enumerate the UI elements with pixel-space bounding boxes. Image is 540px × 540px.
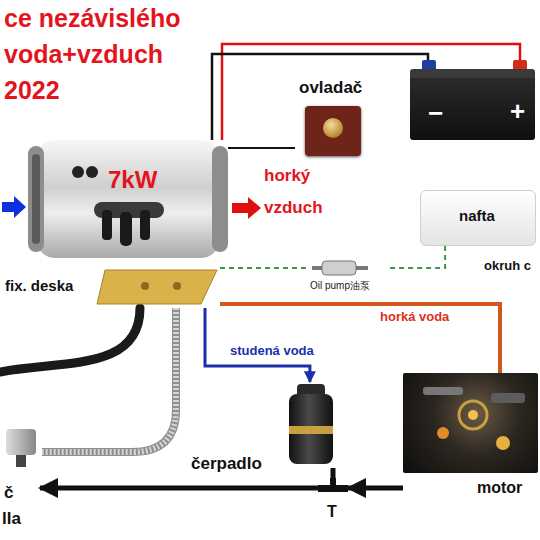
- end-ring: [28, 146, 44, 252]
- pump-body: [322, 261, 356, 275]
- node-text: fix. deska: [5, 277, 73, 295]
- engine-part: [468, 410, 478, 420]
- engine-part: [496, 436, 510, 450]
- hot-water-pipe: [220, 304, 500, 373]
- left-device: č lla: [2, 425, 40, 530]
- junction-bar: [318, 485, 348, 492]
- engine-details: [403, 373, 538, 473]
- device-pipe: [16, 455, 26, 467]
- fuel-pump: Oil pump油泵: [306, 258, 390, 296]
- engine: motor: [403, 373, 538, 503]
- water-pump: čerpadlo: [283, 382, 339, 468]
- wire-port: [72, 166, 84, 178]
- node-text: č: [4, 483, 13, 503]
- node-text: +: [510, 96, 525, 127]
- water-pipe: [331, 468, 336, 478]
- node-text: lla: [2, 509, 21, 529]
- air-outlet-label: horký vzduch: [264, 160, 364, 224]
- engine-photo: [403, 373, 538, 473]
- plate-hole: [141, 282, 149, 290]
- control-wire: [228, 147, 295, 149]
- cold-air-arrow: [2, 196, 26, 218]
- node-text: −: [428, 98, 443, 129]
- engine-part: [459, 401, 487, 429]
- node-text: nafta: [459, 207, 495, 225]
- controller-knob: [323, 118, 343, 138]
- wire-port: [86, 166, 98, 178]
- end-face: [32, 154, 40, 244]
- circuit-label: okruh c: [484, 258, 531, 274]
- battery: −+: [410, 60, 535, 140]
- connector-label: horká voda: [378, 309, 451, 325]
- end-ring: [212, 146, 228, 252]
- heater-unit: 7kW: [28, 140, 228, 258]
- exhaust-hose: [0, 308, 140, 372]
- plate-hole: [173, 282, 181, 290]
- pump-nozzle: [312, 266, 322, 270]
- hot-air-arrow: [232, 197, 261, 219]
- node-text: Oil pump油泵: [310, 280, 370, 292]
- pipe-stub: [120, 212, 132, 246]
- engine-part: [491, 393, 525, 403]
- node-text: motor: [477, 478, 522, 497]
- pump-nozzle: [356, 266, 368, 270]
- device-cylinder: [6, 429, 36, 455]
- pipe-stub: [102, 210, 112, 240]
- plate-shape: [97, 270, 217, 304]
- connector-label: studená voda: [228, 343, 316, 359]
- pump-label-strip: [289, 426, 333, 434]
- engine-part: [423, 387, 463, 395]
- heater-drawing: [28, 140, 228, 258]
- node-text: ovladač: [299, 78, 362, 98]
- intake-hose: [42, 308, 176, 452]
- pipe-stub: [140, 210, 150, 240]
- node-text: čerpadlo: [191, 454, 262, 474]
- t-junction: T: [318, 478, 348, 524]
- intake-hose-ribs: [42, 308, 176, 452]
- fuel-tank: nafta: [420, 190, 536, 246]
- fuel-line: [220, 267, 306, 269]
- diagram-title: ce nezávislého voda+vzduch 2022: [4, 0, 209, 108]
- controller: ovladač: [295, 78, 375, 160]
- node-text: T: [327, 502, 337, 521]
- water-pipe: [348, 486, 403, 491]
- mounting-plate: fix. deska: [5, 266, 220, 308]
- fuel-line: [390, 246, 445, 268]
- engine-part: [437, 427, 449, 439]
- node-text: 7kW: [108, 166, 157, 195]
- water-pipe: [40, 486, 318, 491]
